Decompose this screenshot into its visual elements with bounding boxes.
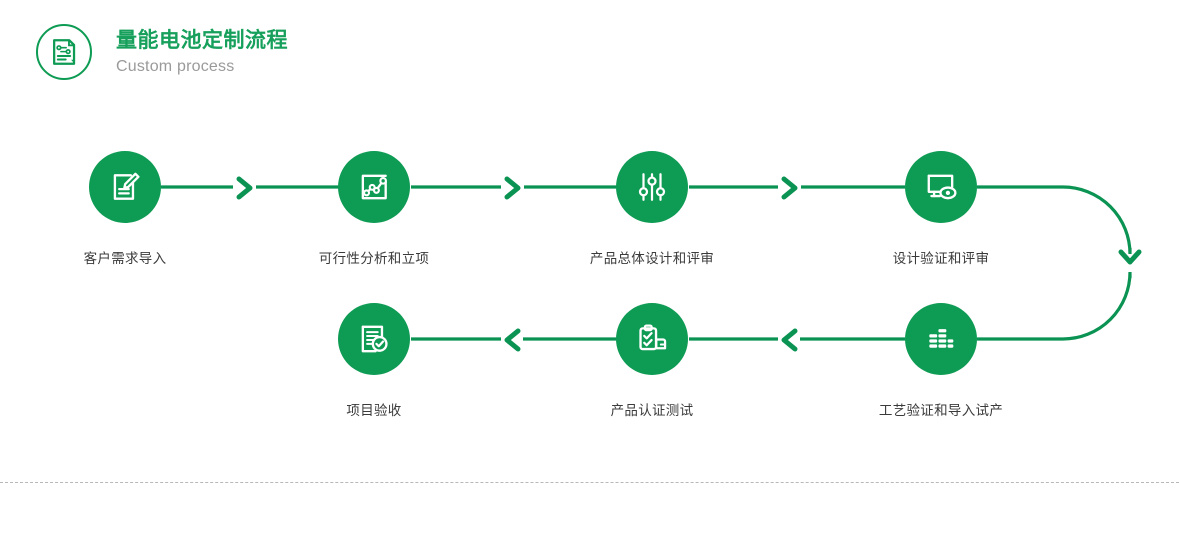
step-2-circle[interactable] xyxy=(338,151,410,223)
footer-divider xyxy=(0,482,1179,483)
process-step-1[interactable]: 客户需求导入 xyxy=(45,151,205,267)
page-title: 量能电池定制流程 xyxy=(116,29,288,53)
step-3-circle[interactable] xyxy=(616,151,688,223)
step-5-circle[interactable] xyxy=(905,303,977,375)
header-text-block: 量能电池定制流程 Custom process xyxy=(116,28,288,75)
connector-4-5-upper xyxy=(977,185,1132,255)
step-5-label: 工艺验证和导入试产 xyxy=(878,403,1004,418)
flow-connectors xyxy=(161,176,1142,352)
flow-document-icon xyxy=(36,24,92,80)
step-4-circle[interactable] xyxy=(905,151,977,223)
step-6-label: 产品认证测试 xyxy=(610,403,694,418)
chevron-right-icon-1 xyxy=(236,176,253,200)
step-7-circle[interactable] xyxy=(338,303,410,375)
equalizer-bars-icon xyxy=(929,329,954,348)
chevron-right-icon-2 xyxy=(504,176,521,200)
sliders-icon xyxy=(638,173,666,201)
page-subtitle: Custom process xyxy=(116,57,235,75)
step-1-label: 客户需求导入 xyxy=(83,251,167,266)
chevron-left-icon-2 xyxy=(504,328,521,352)
step-6-circle[interactable] xyxy=(616,303,688,375)
monitor-eye-icon xyxy=(927,174,957,200)
chevron-left-icon-1 xyxy=(781,328,798,352)
step-7-label: 项目验收 xyxy=(346,403,402,418)
page-header: 量能电池定制流程 Custom process xyxy=(36,24,288,80)
step-1-circle[interactable] xyxy=(89,151,161,223)
step-3-label: 产品总体设计和评审 xyxy=(589,251,715,266)
step-2-label: 可行性分析和立项 xyxy=(318,251,430,266)
step-4-label: 设计验证和评审 xyxy=(892,251,990,266)
connector-4-5-lower xyxy=(977,271,1132,341)
process-step-4[interactable]: 设计验证和评审 xyxy=(861,151,1021,267)
document-pencil-icon xyxy=(113,172,140,200)
process-step-7[interactable]: 项目验收 xyxy=(294,303,454,419)
process-step-6[interactable]: 产品认证测试 xyxy=(572,303,732,419)
process-step-5[interactable]: 工艺验证和导入试产 xyxy=(861,303,1021,419)
process-step-3[interactable]: 产品总体设计和评审 xyxy=(572,151,732,267)
chevron-down-icon xyxy=(1118,249,1142,265)
line-chart-icon xyxy=(361,174,387,200)
clipboard-check-icon xyxy=(639,324,667,351)
process-step-2[interactable]: 可行性分析和立项 xyxy=(294,151,454,267)
document-verified-icon xyxy=(361,325,388,353)
chevron-right-icon-3 xyxy=(781,176,798,200)
process-flow-diagram: 客户需求导入 可行性分析和立项 xyxy=(45,151,1142,419)
